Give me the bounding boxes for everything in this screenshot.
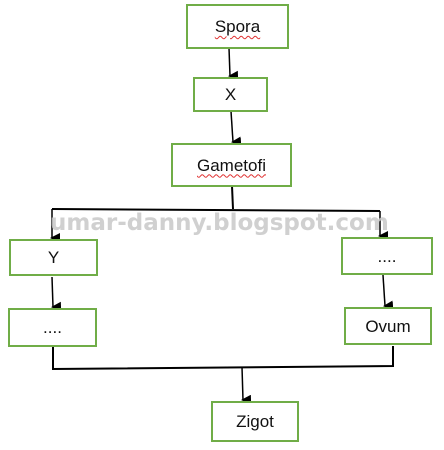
node-left-bottom: .... [8, 308, 97, 347]
node-gametofi-label: Gametofi [197, 155, 266, 175]
connector-split-bar [51, 208, 381, 212]
node-zigot-label: Zigot [236, 412, 274, 431]
arrow-right-top-to-ovum [382, 274, 394, 311]
connector-merge [52, 346, 394, 371]
node-ovum: Ovum [344, 307, 432, 345]
node-ovum-label: Ovum [365, 316, 411, 336]
node-gametofi: Gametofi [171, 143, 292, 187]
watermark-text: umar-danny.blogspot.com [50, 210, 389, 236]
connector-gametofi-split [231, 185, 234, 210]
node-right-top: .... [341, 237, 433, 275]
node-x: X [193, 77, 268, 112]
arrow-y-to-left-bottom [51, 276, 62, 312]
node-right-top-label: .... [377, 246, 397, 266]
node-spora-label: Spora [214, 17, 261, 36]
arrow-x-to-gametofi [230, 110, 242, 147]
node-y: Y [9, 239, 98, 276]
node-left-bottom-label: .... [43, 318, 62, 337]
arrow-spora-to-x [228, 47, 239, 81]
node-spora: Spora [186, 4, 289, 49]
node-zigot: Zigot [211, 401, 299, 442]
arrow-merge-to-zigot [241, 366, 252, 405]
node-y-label: Y [47, 248, 60, 267]
node-x-label: X [224, 85, 237, 104]
